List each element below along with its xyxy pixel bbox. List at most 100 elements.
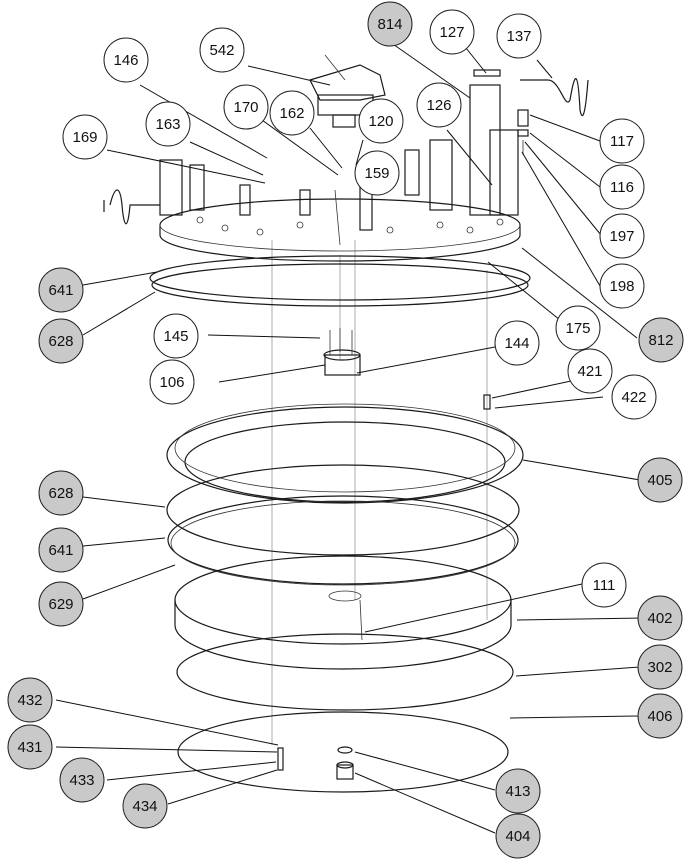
callout-label: 170 bbox=[233, 99, 258, 116]
disc-406 bbox=[177, 711, 509, 793]
callout-circle bbox=[599, 118, 645, 164]
base-fittings bbox=[277, 746, 354, 780]
callout-circle bbox=[611, 374, 657, 420]
callout-431: 431 bbox=[7, 724, 53, 770]
fittings-116-198 bbox=[517, 109, 529, 155]
callout-117: 117 bbox=[599, 118, 645, 164]
callout-label: 431 bbox=[17, 739, 42, 756]
callout-162: 162 bbox=[269, 90, 315, 136]
gasket-641-lower bbox=[167, 495, 519, 586]
callout-label: 137 bbox=[506, 28, 531, 45]
callout-circle bbox=[495, 768, 541, 814]
callout-label: 117 bbox=[610, 133, 634, 150]
callout-label: 629 bbox=[48, 596, 73, 613]
callout-label: 120 bbox=[368, 113, 393, 130]
callout-label: 111 bbox=[593, 577, 616, 594]
callout-106: 106 bbox=[149, 359, 195, 405]
callout-433: 433 bbox=[59, 757, 105, 803]
callout-circle bbox=[153, 313, 199, 359]
callout-circle bbox=[555, 305, 601, 351]
gasket-628-lower bbox=[166, 464, 520, 556]
callout-circle bbox=[38, 318, 84, 364]
callout-126: 126 bbox=[416, 82, 462, 128]
callout-413: 413 bbox=[495, 768, 541, 814]
callout-circle bbox=[637, 595, 683, 641]
callout-label: 302 bbox=[647, 659, 672, 676]
callout-628a: 628 bbox=[38, 318, 84, 364]
callout-405: 405 bbox=[637, 457, 683, 503]
callout-145: 145 bbox=[153, 313, 199, 359]
gasket-628-top bbox=[151, 263, 529, 307]
callout-144: 144 bbox=[494, 320, 540, 366]
callout-circle bbox=[358, 98, 404, 144]
callout-label: 175 bbox=[565, 320, 590, 337]
callout-circle bbox=[38, 267, 84, 313]
callout-circle bbox=[122, 783, 168, 829]
callout-432: 432 bbox=[7, 677, 53, 723]
cable-left bbox=[103, 189, 160, 225]
leader-lines bbox=[55, 41, 641, 834]
callout-circle bbox=[269, 90, 315, 136]
callout-circle bbox=[199, 27, 245, 73]
callout-label: 406 bbox=[647, 708, 672, 725]
callout-circle bbox=[223, 84, 269, 130]
callout-label: 812 bbox=[648, 332, 673, 349]
callout-404: 404 bbox=[495, 813, 541, 859]
callout-circle bbox=[103, 37, 149, 83]
callout-circle bbox=[581, 562, 627, 608]
callout-111: 111 bbox=[581, 562, 627, 608]
gasket-641-top bbox=[149, 255, 531, 301]
callout-label: 198 bbox=[609, 278, 634, 295]
callout-302: 302 bbox=[637, 644, 683, 690]
callout-circle bbox=[38, 470, 84, 516]
callout-circle bbox=[145, 101, 191, 147]
callout-circle bbox=[638, 317, 684, 363]
callout-812: 812 bbox=[638, 317, 684, 363]
callout-label: 145 bbox=[163, 328, 188, 345]
callout-circle bbox=[149, 359, 195, 405]
callout-label: 421 bbox=[577, 363, 602, 380]
callout-label: 106 bbox=[159, 374, 184, 391]
callout-421: 421 bbox=[567, 348, 613, 394]
bolt-421 bbox=[483, 394, 491, 410]
callout-542: 542 bbox=[199, 27, 245, 73]
callout-641a: 641 bbox=[38, 267, 84, 313]
callout-label: 169 bbox=[72, 129, 97, 146]
callout-label: 641 bbox=[48, 542, 73, 559]
callout-175: 175 bbox=[555, 305, 601, 351]
callout-137: 137 bbox=[496, 13, 542, 59]
top-plate-812 bbox=[159, 84, 521, 262]
callout-circle bbox=[38, 581, 84, 627]
callout-circle bbox=[637, 644, 683, 690]
callout-163: 163 bbox=[145, 101, 191, 147]
callout-circle bbox=[599, 164, 645, 210]
callout-label: 814 bbox=[377, 16, 402, 33]
callout-label: 434 bbox=[132, 798, 157, 815]
callout-circle bbox=[496, 13, 542, 59]
ring-405 bbox=[166, 403, 524, 504]
callout-406: 406 bbox=[637, 693, 683, 739]
callout-169: 169 bbox=[62, 114, 108, 160]
callout-159: 159 bbox=[354, 150, 400, 196]
callout-circle bbox=[62, 114, 108, 160]
callout-circle bbox=[495, 813, 541, 859]
callout-circle bbox=[599, 213, 645, 259]
callout-circle bbox=[7, 677, 53, 723]
callout-641b: 641 bbox=[38, 527, 84, 573]
callout-label: 162 bbox=[279, 105, 304, 122]
callout-label: 402 bbox=[647, 610, 672, 627]
callout-circle bbox=[38, 527, 84, 573]
callout-629: 629 bbox=[38, 581, 84, 627]
callout-label: 433 bbox=[69, 772, 94, 789]
callout-label: 628 bbox=[48, 333, 73, 350]
callout-label: 628 bbox=[48, 485, 73, 502]
callout-label: 197 bbox=[609, 228, 634, 245]
callout-label: 641 bbox=[48, 282, 73, 299]
callout-422: 422 bbox=[611, 374, 657, 420]
callout-label: 163 bbox=[155, 116, 180, 133]
callout-label: 144 bbox=[504, 335, 529, 352]
callout-628b: 628 bbox=[38, 470, 84, 516]
callout-circle bbox=[637, 693, 683, 739]
